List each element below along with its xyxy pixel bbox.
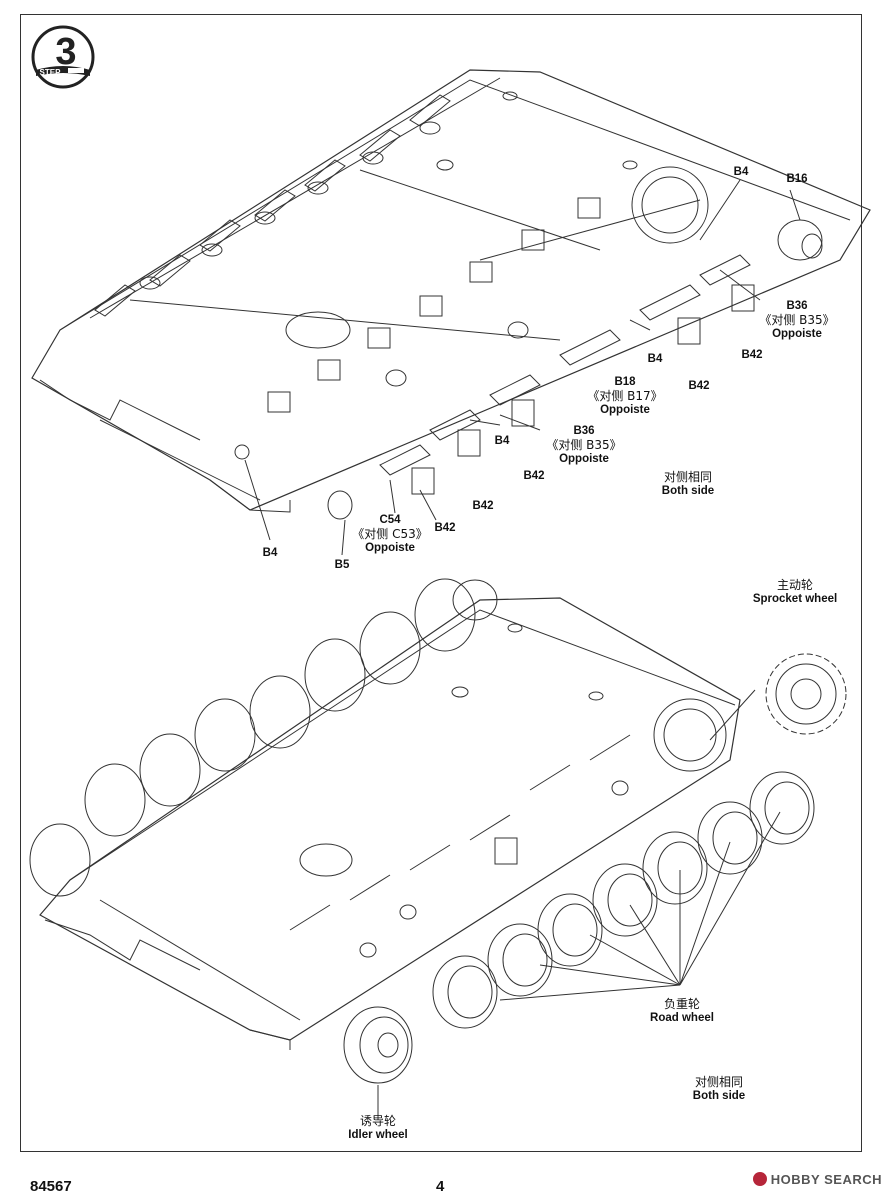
- upper-suspension-row: [94, 94, 451, 317]
- label-b16: B16: [786, 173, 808, 185]
- watermark-logo-icon: [752, 1172, 767, 1186]
- upper-hull-illustration: [31, 69, 871, 556]
- label-both-side-1: 对侧相同 Both side: [661, 470, 715, 497]
- sprocket-wheel-drawing: [765, 653, 847, 735]
- watermark-text: HOBBY SEARCH: [770, 1172, 882, 1187]
- page-number: 4: [436, 1178, 445, 1195]
- lower-hull-illustration: [29, 578, 847, 1120]
- far-side-road-wheels: [29, 578, 498, 897]
- label-b36-top: B36 《对侧 B35》 Oppoiste: [759, 300, 835, 340]
- lower-suspension-row: [234, 197, 755, 520]
- kit-number: 84567: [30, 1178, 72, 1195]
- label-b4-mid: B4: [647, 353, 663, 365]
- watermark: HOBBY SEARCH: [752, 1172, 882, 1187]
- label-b42-b: B42: [472, 500, 494, 512]
- label-c54: C54 《对侧 C53》 Oppoiste: [352, 514, 428, 554]
- label-b42-c: B42: [434, 522, 456, 534]
- label-b4-left: B4: [262, 547, 278, 559]
- label-b42-r2: B42: [688, 380, 710, 392]
- page-border: [20, 14, 862, 1152]
- label-b42-a: B42: [523, 470, 545, 482]
- label-b4-top: B4: [733, 166, 749, 178]
- label-b5: B5: [334, 559, 350, 571]
- label-sprocket-wheel: 主动轮 Sprocket wheel: [752, 578, 838, 605]
- label-b18: B18 《对侧 B17》 Oppoiste: [587, 376, 663, 416]
- step-number: 3: [55, 31, 76, 73]
- label-b36-mid: B36 《对侧 B35》 Oppoiste: [546, 425, 622, 465]
- label-idler-wheel: 诱导轮 Idler wheel: [348, 1114, 408, 1141]
- step-word: STEP: [40, 68, 62, 77]
- label-both-side-2: 对侧相同 Both side: [692, 1075, 746, 1102]
- step-badge: 3 STEP: [31, 25, 95, 89]
- label-road-wheel: 负重轮 Road wheel: [650, 997, 714, 1024]
- idler-wheel-drawing: [343, 1006, 413, 1084]
- label-b42-r1: B42: [741, 349, 763, 361]
- label-b4-low: B4: [494, 435, 510, 447]
- near-side-road-wheels: [432, 771, 815, 1029]
